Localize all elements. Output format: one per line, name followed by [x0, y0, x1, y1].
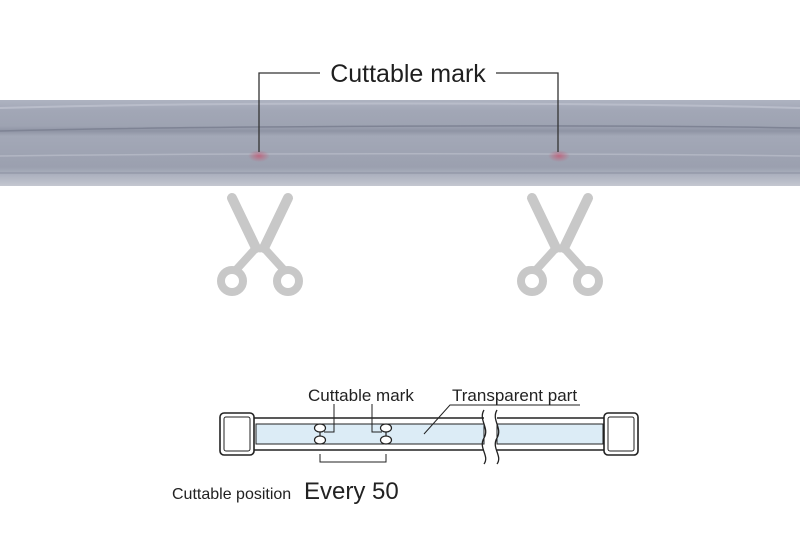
transparent-window [255, 423, 485, 445]
cut-mark-1 [248, 150, 270, 162]
scissors-icon [221, 198, 299, 292]
cuttable-position-value: Every 50 [304, 478, 399, 505]
cut-pads-1 [313, 423, 327, 445]
strip-channel-line [0, 153, 800, 157]
photo-callout: Cuttable mark [258, 60, 559, 152]
strip-schematic: Cuttable mark Transparent part Cuttable … [172, 386, 639, 505]
mark-leader [324, 404, 335, 433]
transparent-part-label: Transparent part [452, 386, 577, 405]
neon-strip-photo [0, 100, 800, 186]
callout-leader-left [258, 72, 320, 152]
scissors-icon [521, 198, 599, 292]
cut-pads-2 [379, 423, 393, 445]
neon-strip-body [0, 100, 800, 186]
strip-top-edge [0, 102, 800, 109]
end-cap-right [603, 412, 639, 456]
transparent-leader [423, 404, 580, 435]
cut-mark-2 [548, 150, 570, 162]
cuttable-position-label: Cuttable position [172, 486, 291, 503]
callout-label: Cuttable mark [330, 60, 486, 88]
strip-groove-line [0, 125, 800, 132]
break-symbol [481, 409, 487, 465]
mark-leader [371, 404, 382, 433]
end-cap-left [219, 412, 255, 456]
transparent-window [496, 423, 604, 445]
schematic-mark-label: Cuttable mark [308, 386, 414, 405]
callout-leader-right [496, 72, 559, 152]
break-symbol [494, 409, 500, 465]
pitch-bracket [319, 454, 387, 463]
